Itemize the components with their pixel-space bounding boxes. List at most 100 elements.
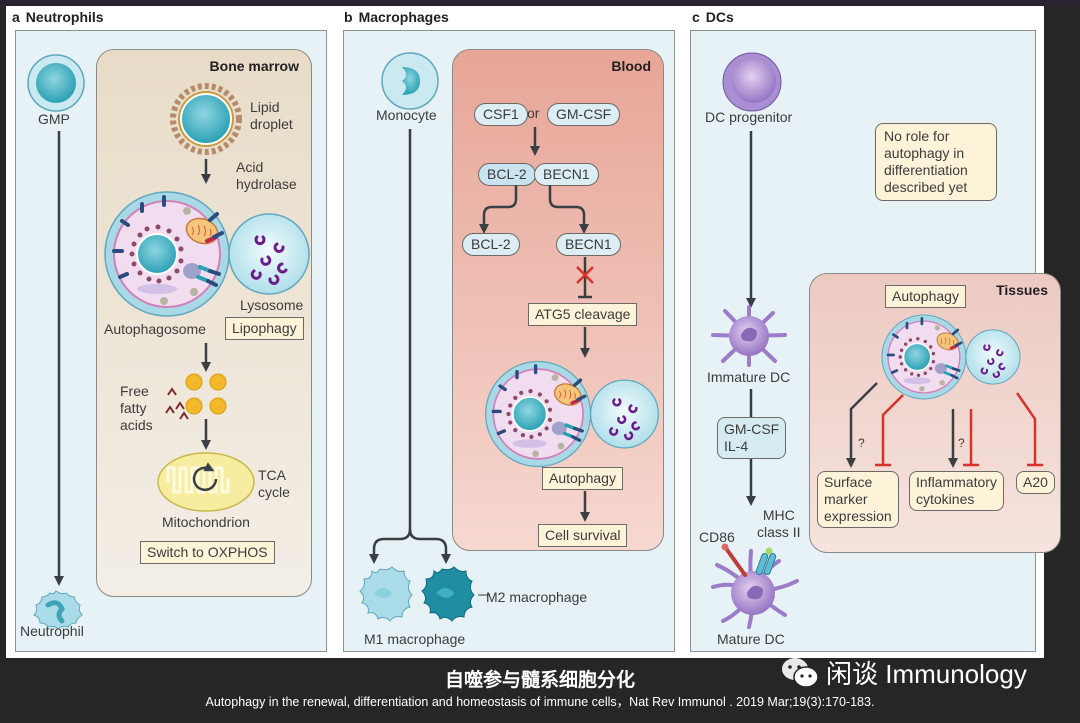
acid-label-line2: hydrolase [236,176,297,192]
no-role-line2: autophagy in [884,145,965,161]
panel-dcs: DC progenitor No role for autophagy in d… [690,30,1061,652]
gmcsf-arrow [530,127,540,156]
acid-label-line1: Acid [236,159,264,175]
panel-b-title: b Macrophages [344,9,449,25]
ffa-line1: Free [120,383,149,399]
cd86-receptor-icon [723,545,747,577]
blocked-x-icon [576,266,594,284]
mhc-line1: MHC [762,507,795,523]
lipid-label-line1: Lipid [250,99,280,115]
oxphos-box: Switch to OXPHOS [140,541,275,564]
mitochondrion-label: Mitochondrion [162,514,250,530]
lipid-droplet-label: Lipid droplet [250,99,293,133]
m2-macrophage-label: M2 macrophage [486,589,588,605]
gmcsf-pill: GM-CSF [547,103,621,126]
no-role-note: No role for autophagy in differentiation… [875,123,997,201]
free-fatty-acids-label: Free fatty acids [120,383,153,434]
lipid-label-line2: droplet [250,116,293,132]
lipophagy-box: Lipophagy [225,317,304,340]
panel-b-letter: b [344,9,353,25]
or-label: or [527,105,540,121]
gmp-cell-icon [27,54,85,112]
becn1-inhibits-atg5 [576,257,594,299]
panel-neutrophils: Bone marrow GMP Neutrophil Lipid droplet… [15,30,327,652]
dc-progenitor-label: DC progenitor [705,109,793,125]
gmp-to-neutrophil-arrow [54,131,64,586]
atg5-cleavage-box: ATG5 cleavage [528,303,638,326]
lysosome-label: Lysosome [240,297,304,313]
lipid-droplet-icon [170,83,242,155]
footer-citation: Autophagy in the renewal, differentiatio… [205,695,875,709]
mature-dc-label: Mature DC [717,631,785,647]
tissue-regulation-arrows [846,382,1043,468]
panel-b-heading: Macrophages [358,9,449,25]
region-label: Bone marrow [209,58,299,74]
ffa-line3: acids [120,417,153,433]
dc-progenitor-cell-icon [722,52,782,112]
cell-survival-box: Cell survival [538,524,628,547]
panel-a-letter: a [12,9,20,25]
tca-line2: cycle [258,484,290,500]
surface-line3: expression [824,508,892,524]
il4-line: IL-4 [724,438,749,454]
immature-dc-label: Immature DC [707,369,791,385]
mhc-receptor-icon [755,547,777,576]
surface-line2: marker [824,491,868,507]
no-role-line3: differentiation [884,162,968,178]
footer-title: 自噬参与髓系细胞分化 [444,670,635,691]
autophagy-arrow [580,491,590,522]
panel-macrophages: Blood Monocyte M2 macrophage M1 macropha… [343,30,675,652]
mhc-class-ii-label: MHC class II [757,507,801,541]
gmcsf-il4-box: GM-CSF IL-4 [717,417,787,459]
panel-c-heading: DCs [705,9,734,25]
region-label: Blood [611,58,651,74]
region-label: Tissues [996,282,1048,298]
surface-line1: Surface [824,474,873,490]
autophagy-box: Autophagy [542,467,623,490]
panel-c-title: c DCs [692,9,734,25]
question-mark-1: ? [858,436,865,450]
panel-a-title: a Neutrophils [12,9,104,25]
bcl2-complex-pill: BCL-2 [478,163,536,186]
tca-label: TCA cycle [258,467,290,501]
fatty-acid-droplets-icon [165,373,227,420]
m1-macrophage-label: M1 macrophage [364,631,466,647]
top-bar [0,0,1080,6]
brand-text: 闲谈 Immunology [826,659,1027,689]
panel-c-letter: c [692,9,700,25]
macrophage-cells-icon [359,566,490,622]
inflammatory-line2: cytokines [916,491,975,507]
atg5-arrow [580,327,590,358]
surface-marker-box: Surface marker expression [817,471,899,528]
monocyte-label: Monocyte [376,107,437,123]
inflammatory-line1: Inflammatory [916,474,997,490]
question-mark-2: ? [958,436,965,450]
inflammatory-cytokines-box: Inflammatory cytokines [909,471,1004,511]
no-role-line4: described yet [884,179,968,195]
cd86-label: CD86 [699,529,735,545]
autophagosome-label: Autophagosome [104,321,206,337]
panel-a-heading: Neutrophils [25,9,104,25]
immature-dc-cell-icon [711,305,787,367]
monocyte-branch-arrows [369,129,451,564]
acid-hydrolase-label: Acid hydrolase [236,159,297,193]
monocyte-cell-icon [381,52,439,110]
tca-line1: TCA [258,467,286,483]
wechat-icon [782,657,819,688]
neutrophil-cell-icon [33,590,83,630]
droplet-arrow [201,159,211,184]
gmp-label: GMP [38,111,70,127]
mitochondrion-icon [157,452,255,512]
no-role-line1: No role for [884,128,950,144]
autophagosome-lysosome-icon [482,359,662,469]
autophagy-box: Autophagy [885,285,966,308]
mhc-line2: class II [757,524,801,540]
neutrophil-label: Neutrophil [20,623,84,639]
ffa-arrow [201,419,211,450]
progenitor-arrow [746,131,756,308]
lipophagy-arrow [201,343,211,372]
a20-box: A20 [1016,471,1055,494]
becn1-complex-pill: BECN1 [534,163,599,186]
dissociation-arrows [479,185,589,234]
mature-dc-cell-icon [711,543,799,629]
